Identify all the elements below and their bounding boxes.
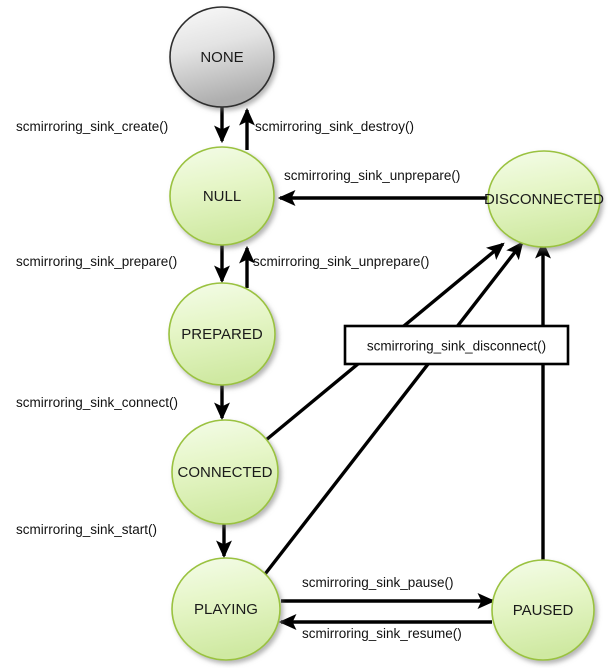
edge-label-unprepare-from-prepared: scmirroring_sink_unprepare() <box>253 254 429 269</box>
edge-label-pause: scmirroring_sink_pause() <box>302 575 454 590</box>
edge-label-connect: scmirroring_sink_connect() <box>16 395 178 410</box>
state-playing-label: PLAYING <box>194 601 258 618</box>
note-box-rect <box>343 324 570 366</box>
state-node-null[interactable]: NULL <box>169 146 275 246</box>
state-node-connected[interactable]: CONNECTED <box>171 419 279 525</box>
state-node-disconnected[interactable]: DISCONNECTED <box>484 150 604 248</box>
state-paused-shape[interactable] <box>491 559 595 661</box>
edge-label-create: scmirroring_sink_create() <box>16 119 168 134</box>
edge-label-start: scmirroring_sink_start() <box>16 522 157 537</box>
edge-label-unprepare-from-disconnected: scmirroring_sink_unprepare() <box>284 168 460 183</box>
state-null-shape[interactable] <box>169 146 275 246</box>
state-prepared-label: PREPARED <box>181 326 263 343</box>
edge-disconnect-from-playing <box>260 241 524 580</box>
state-disconnected-label: DISCONNECTED <box>484 191 604 208</box>
disconnect-note-box: scmirroring_sink_disconnect() <box>343 324 570 366</box>
edge-label-prepare: scmirroring_sink_prepare() <box>16 254 177 269</box>
state-node-playing[interactable]: PLAYING <box>171 557 281 661</box>
state-none-shape[interactable] <box>169 6 275 108</box>
state-prepared-shape[interactable] <box>168 282 276 386</box>
state-disconnected-shape[interactable] <box>487 150 601 248</box>
state-none-label: NONE <box>200 49 243 66</box>
state-null-label: NULL <box>203 188 241 205</box>
edge-label-resume: scmirroring_sink_resume() <box>302 626 462 641</box>
note-box-label: scmirroring_sink_disconnect() <box>367 339 546 354</box>
state-connected-label: CONNECTED <box>177 464 272 481</box>
state-connected-shape[interactable] <box>171 419 279 525</box>
state-node-paused[interactable]: PAUSED <box>491 559 595 661</box>
edge-label-destroy: scmirroring_sink_destroy() <box>255 119 414 134</box>
state-node-prepared[interactable]: PREPARED <box>168 282 276 386</box>
state-paused-label: PAUSED <box>513 602 574 619</box>
state-playing-shape[interactable] <box>171 557 281 661</box>
state-node-none[interactable]: NONE <box>169 6 275 108</box>
